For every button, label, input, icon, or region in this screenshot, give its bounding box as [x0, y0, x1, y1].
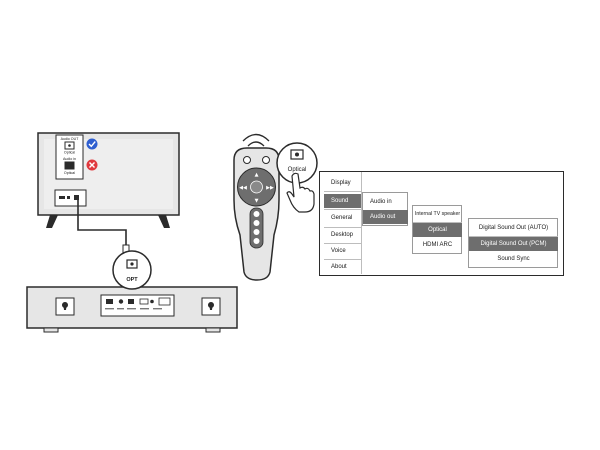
optical-item-digital-sound-out-auto[interactable]: Digital Sound Out (AUTO)	[478, 224, 549, 231]
tv-audio-in-label: Audio in	[63, 157, 76, 161]
soundbar	[26, 286, 238, 333]
tv-leg-right	[158, 215, 170, 228]
menu-item-desktop[interactable]: Desktop	[331, 232, 354, 238]
soundbar-foot-left	[43, 327, 59, 333]
settings-menu: Display Sound General Desktop Voice Abou…	[319, 171, 564, 276]
mic-button-icon	[253, 238, 260, 244]
menu-item-voice[interactable]: Voice	[331, 248, 346, 254]
optical-in-port-icon	[64, 161, 75, 170]
tv-port-callout: Audio OUT Optical Audio in Optical	[55, 134, 84, 180]
submenu-item-audio-out[interactable]: Audio out	[363, 210, 408, 224]
menu-item-general[interactable]: General	[331, 215, 353, 221]
menu-item-sound[interactable]: Sound	[324, 194, 362, 208]
menu-button-icon	[253, 229, 260, 235]
optical-item-digital-sound-out-pcm[interactable]: Digital Sound Out (PCM)	[469, 237, 558, 251]
signal-wave-inner	[247, 141, 265, 147]
tv-callout-box	[55, 134, 84, 180]
keyhole-icon-left	[61, 302, 68, 310]
cross-icon	[86, 159, 98, 171]
menu-item-about[interactable]: About	[331, 264, 347, 270]
remote-optical-callout: Optical	[276, 142, 318, 184]
remote-optical-label: Optical	[288, 167, 307, 173]
dpad-center	[250, 180, 263, 194]
menu-item-display[interactable]: Display	[331, 180, 351, 186]
main-menu-column: Display Sound General Desktop Voice Abou…	[324, 176, 362, 272]
soundbar-foot-right	[205, 327, 221, 333]
tv-audio-out-label: Audio OUT	[61, 137, 80, 141]
optical-item-sound-sync[interactable]: Sound Sync	[497, 256, 530, 262]
audio-out-item-internal-speaker[interactable]: Internal TV speaker	[414, 211, 461, 217]
back-button-icon	[253, 211, 260, 217]
tv-port-optical	[74, 195, 79, 200]
check-icon	[86, 138, 98, 150]
tv-optical-top-label: Optical	[64, 151, 75, 155]
tv-leg-left	[46, 215, 58, 228]
soundbar-optical-port	[128, 299, 134, 304]
tv-port-1	[59, 196, 65, 199]
remote-control: ◀◀ ▶▶ ▲ ▼	[233, 133, 280, 281]
dpad-right-icon: ▶▶	[266, 185, 274, 191]
signal-wave-outer	[242, 133, 270, 142]
tv-port-2	[67, 196, 70, 199]
dpad-down-icon: ▼	[255, 198, 259, 204]
audio-out-submenu: Internal TV speaker Optical HDMI ARC	[412, 205, 462, 254]
audio-out-item-optical[interactable]: Optical	[413, 223, 462, 237]
opt-port-callout: OPT	[112, 250, 152, 290]
tv-optical-bottom-label: Optical	[64, 171, 75, 175]
optical-out-port-dot	[68, 144, 71, 147]
opt-label: OPT	[126, 277, 138, 283]
sound-submenu: Audio in Audio out	[362, 192, 408, 226]
remote-top-button-left	[243, 156, 251, 164]
audio-out-item-hdmi-arc[interactable]: HDMI ARC	[422, 242, 453, 248]
submenu-item-audio-in[interactable]: Audio in	[370, 198, 392, 205]
remote-top-button-right	[262, 156, 270, 164]
keyhole-icon-right	[207, 302, 214, 310]
dpad-up-icon: ▲	[255, 172, 259, 178]
optical-submenu: Digital Sound Out (AUTO) Digital Sound O…	[468, 218, 558, 268]
tv: Audio OUT Optical Audio in Optical	[37, 132, 180, 228]
dpad-left-icon: ◀◀	[239, 185, 247, 191]
remote-button-column	[249, 207, 264, 249]
home-button-icon	[253, 220, 260, 226]
pointing-hand-icon	[286, 172, 315, 213]
